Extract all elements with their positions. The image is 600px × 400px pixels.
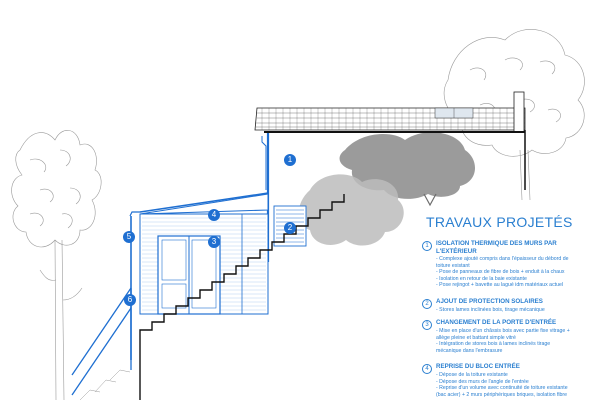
stair-steps-hatching [79,369,131,400]
legend-number: 2 [422,299,432,309]
marker-3: 3 [208,236,220,248]
marker-6: 6 [124,294,136,306]
legend-heading: ISOLATION THERMIQUE DES MURS PAR L'EXTÉR… [436,240,557,255]
legend-line: toiture existant [436,262,470,269]
marker-2: 2 [284,222,296,234]
legend-title: TRAVAUX PROJETÉS [426,214,573,230]
legend-heading: CHANGEMENT DE LA PORTE D'ENTRÉE [436,319,557,326]
left-tree-outline [11,130,102,400]
legend-heading: REPRISE DU BLOC ENTRÉE [436,363,520,370]
main-roof [254,107,526,131]
legend-heading: AJOUT DE PROTECTION SOLAIRES [436,298,543,305]
legend-line: - Complexe ajouté compris dans l'épaisse… [436,256,569,262]
legend-line: - Pose rejingot + bavette au lagué idm m… [436,282,564,289]
legend-line: - Stores lames inclinées bois, tirage mé… [436,307,545,313]
marker-5: 5 [123,231,135,243]
legend-line: mécanique dans l'embrasure [436,347,503,354]
legend-line: - Dépose des murs de l'angle de l'entrée [436,378,529,385]
legend-number: 3 [422,320,432,330]
legend-line: - Isolation en retour de la baie existan… [436,275,527,282]
legend-panel: TRAVAUX PROJETÉS 1 ISOLATION THERMIQUE D… [418,214,596,400]
legend-line: allège pleine et battant simple vitré [436,334,516,341]
grey-tree-shade [298,132,476,246]
stairs [139,194,345,400]
legend-line: - Dépose de la toiture existante [436,372,508,378]
marker-1: 1 [284,154,296,166]
downpipe [261,136,267,190]
legend-line: (bac acier) + 2 murs périphériques briqu… [436,391,568,398]
legend-line: - Pose de panneaux de fibre de bois + en… [436,269,565,276]
legend-number: 1 [422,241,432,251]
legend-line: - Reprise d'un volume avec continuité de… [436,385,568,392]
railing [71,287,132,396]
chimney [513,91,525,133]
marker-4: 4 [208,209,220,221]
entrance-door [157,235,221,315]
legend-line: - Mise en place d'un châssis bois avec p… [436,328,570,334]
legend-line: - Intégration de stores bois à lames inc… [436,341,551,348]
legend-number: 4 [422,364,432,374]
